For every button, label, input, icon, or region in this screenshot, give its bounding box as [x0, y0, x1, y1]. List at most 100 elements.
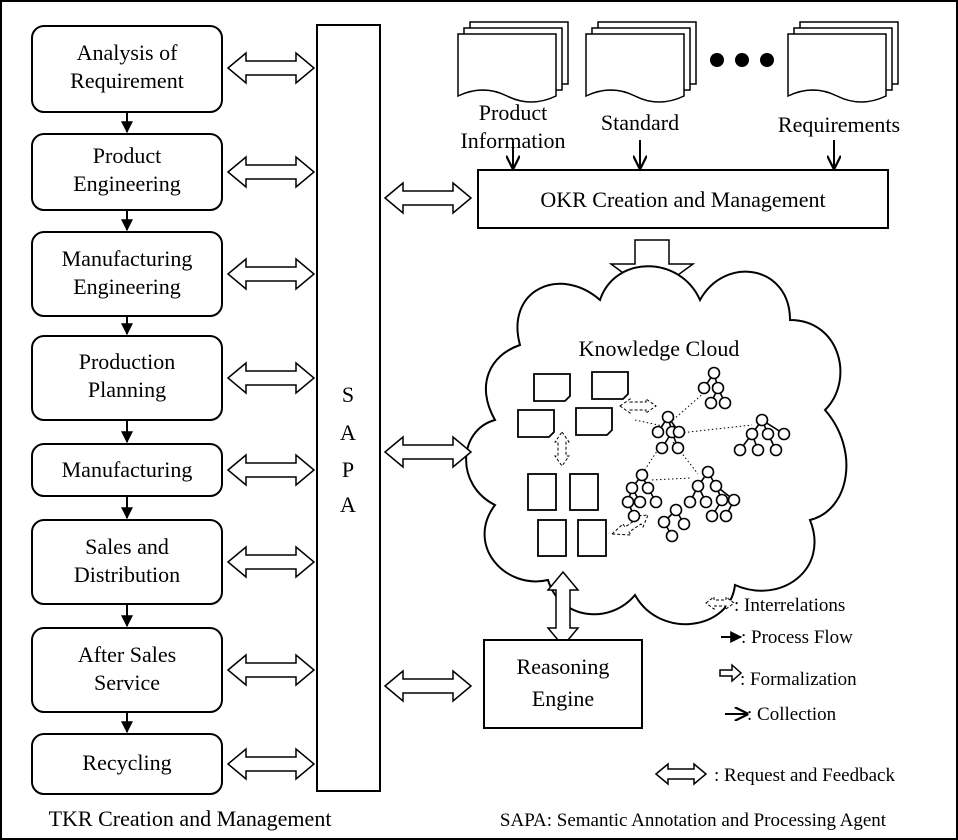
stage-production-planning: Production Planning	[31, 335, 223, 421]
tree-node	[699, 495, 713, 509]
document-stack-standard	[585, 21, 697, 103]
legend-process-flow-text: : Process Flow	[741, 627, 853, 648]
tree-node	[671, 441, 685, 455]
legend-interrelations-text: : Interrelations	[734, 595, 845, 616]
reasoning-engine-box: Reasoning Engine	[483, 639, 643, 729]
legend-request-feedback-icon	[654, 762, 708, 786]
sapa-bar: S A P A	[316, 24, 381, 792]
stage-label-line1: After Sales	[78, 642, 176, 667]
tree-node	[777, 427, 791, 441]
sapa-cloud-double-arrow	[383, 435, 473, 469]
cloud-documents-large	[527, 473, 607, 557]
tree-node	[651, 425, 665, 439]
tree-node	[691, 479, 705, 493]
standard-label: Standard	[601, 110, 679, 135]
stage-label-line1: Manufacturing	[62, 246, 193, 271]
stage-manufacturing-engineering: Manufacturing Engineering	[31, 231, 223, 317]
stage-label-line2: Engineering	[73, 274, 181, 299]
tree-node	[665, 529, 679, 543]
sapa-letter: P	[342, 457, 354, 482]
interrelation-arrow	[554, 431, 570, 467]
tree-node	[761, 427, 775, 441]
tree-node	[625, 481, 639, 495]
tree-node	[683, 495, 697, 509]
stage-sapa-double-arrows	[226, 51, 316, 781]
cloud-documents-small	[517, 371, 629, 438]
stage-label-line1: Sales and	[85, 534, 169, 559]
requirements-label: Requirements	[778, 112, 900, 137]
sapa-okr-double-arrow	[383, 181, 473, 215]
okr-creation-box: OKR Creation and Management	[477, 169, 889, 229]
knowledge-cloud-label: Knowledge Cloud	[579, 336, 740, 361]
interrelation-arrow	[619, 398, 657, 414]
tree-node	[704, 396, 718, 410]
stage-after-sales-service: After Sales Service	[31, 627, 223, 713]
tree-node	[755, 413, 769, 427]
tree-node	[719, 509, 733, 523]
tree-node	[718, 396, 732, 410]
tree-node	[635, 468, 649, 482]
stage-label-line2: Distribution	[74, 562, 180, 587]
tree-node	[661, 410, 675, 424]
legend-formalization-icon	[719, 663, 743, 683]
tree-node	[655, 441, 669, 455]
tree-node	[657, 515, 671, 529]
legend-formalization-text: : Formalization	[740, 669, 857, 690]
sapa-engine-double-arrow	[383, 669, 473, 703]
tree-node	[627, 509, 641, 523]
stage-label-line2: Service	[94, 670, 160, 695]
tree-node	[727, 493, 741, 507]
legend-request-feedback-text: : Request and Feedback	[714, 765, 895, 786]
tree-node	[769, 443, 783, 457]
tree-node	[697, 381, 711, 395]
sapa-letter: A	[340, 492, 356, 517]
tree-node	[711, 381, 725, 395]
tkr-caption: TKR Creation and Management	[49, 806, 332, 831]
tree-node	[677, 517, 691, 531]
stage-analysis-of-requirement: Analysis of Requirement	[31, 25, 223, 113]
tree-node	[669, 503, 683, 517]
interrelation-arrow	[610, 514, 649, 536]
stage-label-line2: Requirement	[70, 68, 184, 93]
okr-label: OKR Creation and Management	[540, 187, 825, 212]
sapa-letter: S	[342, 382, 354, 407]
stage-label: Recycling	[82, 750, 171, 775]
stage-label-line1: Product	[93, 143, 161, 168]
tree-node	[633, 495, 647, 509]
tree-node	[672, 425, 686, 439]
product-information-label-line1: Product	[479, 100, 547, 125]
tree-node	[649, 495, 663, 509]
sapa-caption: SAPA: Semantic Annotation and Processing…	[500, 810, 887, 831]
stage-label: Manufacturing	[62, 457, 193, 482]
stage-manufacturing: Manufacturing	[31, 443, 223, 497]
tree-node	[745, 427, 759, 441]
stage-product-engineering: Product Engineering	[31, 133, 223, 211]
tree-node	[621, 495, 635, 509]
legend: : Interrelations : Process Flow : Formal…	[654, 595, 895, 786]
reasoning-engine-label-line2: Engine	[532, 686, 594, 711]
tree-node	[701, 465, 715, 479]
collection-arrows	[513, 140, 834, 168]
ontology-trees	[621, 366, 791, 543]
tree-node	[715, 493, 729, 507]
tree-node	[709, 479, 723, 493]
legend-collection-text: : Collection	[747, 704, 837, 725]
stage-label-line2: Planning	[88, 377, 166, 402]
document-stack-requirements	[787, 21, 899, 103]
stage-sales-and-distribution: Sales and Distribution	[31, 519, 223, 605]
tree-node	[641, 481, 655, 495]
tree-node	[705, 509, 719, 523]
knowledge-cloud: Knowledge Cloud	[465, 265, 848, 626]
legend-interrelations-icon	[705, 596, 735, 610]
stage-recycling: Recycling	[31, 733, 223, 795]
sapa-letter: A	[340, 420, 356, 445]
document-stack-product-information	[457, 21, 569, 103]
tree-node	[707, 366, 721, 380]
reasoning-engine-label-line1: Reasoning	[517, 654, 610, 679]
tree-node	[751, 443, 765, 457]
tree-node	[733, 443, 747, 457]
stage-label-line1: Analysis of	[77, 40, 179, 65]
